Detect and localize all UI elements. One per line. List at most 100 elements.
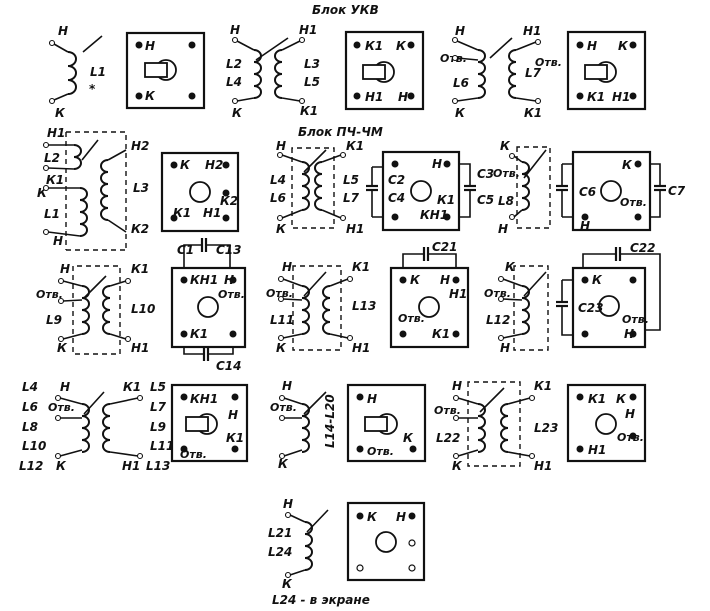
- svg-text:Н: Н: [452, 379, 462, 393]
- coil-l21-l24: Н L21 L24 К: [268, 497, 329, 591]
- coil-l4-l13-group: L4 L6 L8 L10 L12 Н Отв. К К1 Н1 L5 L7 L9…: [19, 380, 174, 473]
- svg-text:L6: L6: [22, 400, 38, 414]
- svg-text:К: К: [145, 89, 156, 103]
- svg-text:К: К: [232, 106, 243, 120]
- svg-text:L13: L13: [352, 299, 376, 313]
- coil-l12: К Отв. L12 Н: [484, 260, 549, 355]
- svg-text:Н: Н: [283, 497, 293, 511]
- svg-text:К: К: [455, 106, 466, 120]
- svg-text:К1: К1: [226, 431, 244, 445]
- svg-text:L14-L20: L14-L20: [323, 394, 337, 448]
- svg-text:L8: L8: [498, 194, 514, 208]
- svg-text:Отв.: Отв.: [270, 401, 297, 414]
- svg-text:К: К: [500, 139, 511, 153]
- svg-text:Отв.: Отв.: [180, 448, 207, 461]
- plate-if-l4-l7: C2 C4 Н К1 КН1 C3 C5: [366, 150, 494, 232]
- coil-l1-name: L1: [90, 65, 106, 79]
- svg-text:C6: C6: [579, 185, 596, 199]
- svg-text:Отв.: Отв.: [266, 287, 293, 300]
- svg-text:Н1: Н1: [203, 206, 221, 220]
- svg-text:Н: Н: [440, 273, 450, 287]
- svg-text:L10: L10: [22, 439, 46, 453]
- svg-text:К: К: [282, 577, 293, 591]
- coil-l14-l20: Н Отв. К L14-L20: [270, 379, 337, 471]
- svg-text:Н: Н: [53, 234, 63, 248]
- svg-text:L12: L12: [19, 459, 43, 473]
- svg-text:К1: К1: [46, 173, 64, 187]
- svg-text:C14: C14: [216, 359, 242, 373]
- svg-text:Н1: Н1: [588, 443, 606, 457]
- svg-text:К1: К1: [524, 106, 542, 120]
- svg-text:К: К: [403, 431, 414, 445]
- svg-text:L11: L11: [270, 313, 294, 327]
- svg-text:К: К: [367, 510, 378, 524]
- svg-text:Отв.: Отв.: [398, 312, 425, 325]
- header-if-fm-block: Блок ПЧ-ЧМ: [298, 125, 383, 139]
- svg-text:К: К: [592, 273, 603, 287]
- svg-text:L10: L10: [131, 302, 155, 316]
- plate-l22-l23: К1 К Н Отв. Н1: [566, 383, 647, 463]
- svg-text:К1: К1: [587, 90, 605, 104]
- svg-text:Н1: Н1: [47, 126, 65, 140]
- coil-l8-if: К Отв. Н L8: [493, 139, 551, 236]
- svg-text:L11: L11: [150, 439, 174, 453]
- svg-text:Н: Н: [230, 23, 240, 37]
- coil-l4-l7-if: Н К К1 Н1 L4 L6 L5 L7: [270, 139, 364, 236]
- svg-text:L2: L2: [44, 151, 60, 165]
- svg-text:L13: L13: [146, 459, 170, 473]
- svg-text:L7: L7: [525, 66, 542, 80]
- svg-text:Н1: Н1: [346, 222, 364, 236]
- svg-text:К1: К1: [131, 262, 149, 276]
- svg-text:Н: Н: [60, 380, 70, 394]
- svg-text:L8: L8: [22, 420, 38, 434]
- svg-text:К1: К1: [190, 327, 208, 341]
- svg-text:К: К: [276, 341, 287, 355]
- svg-text:Н1: Н1: [365, 90, 383, 104]
- svg-text:L3: L3: [133, 181, 149, 195]
- svg-text:К1: К1: [437, 193, 455, 207]
- svg-text:Н: Н: [224, 273, 234, 287]
- svg-text:Н: Н: [396, 510, 406, 524]
- plate-l1: Н К: [125, 31, 206, 110]
- coil-l9-l10: Н Отв. L9 К К1 L10 Н1: [36, 262, 155, 355]
- svg-text:Отв.: Отв.: [36, 288, 63, 301]
- coil-l1-l2-l3-if: Н1 L2 К1 К L1 Н Н2 L3 К2: [37, 126, 149, 251]
- svg-text:К2: К2: [131, 222, 149, 236]
- svg-text:Н: Н: [282, 260, 292, 274]
- coil-l1-end-label: К: [55, 106, 66, 120]
- svg-text:Н: Н: [455, 24, 465, 38]
- svg-text:К: К: [396, 39, 407, 53]
- svg-text:L6: L6: [453, 76, 469, 90]
- svg-text:К: К: [37, 186, 48, 200]
- svg-text:К: К: [276, 222, 287, 236]
- svg-text:Отв.: Отв.: [493, 167, 520, 180]
- svg-text:L5: L5: [343, 173, 359, 187]
- svg-text:C3: C3: [477, 167, 494, 181]
- svg-text:C4: C4: [388, 191, 405, 205]
- svg-text:Н: Н: [145, 39, 155, 53]
- svg-text:К1: К1: [588, 392, 606, 406]
- plate-l12: C22 К C23 Отв. Н: [556, 241, 661, 349]
- svg-text:К: К: [278, 457, 289, 471]
- svg-text:Отв.: Отв.: [434, 404, 461, 417]
- coil-l22-l23: Н Отв. L22 К К1 L23 Н1: [434, 379, 558, 473]
- plate-if-l1-l3: К Н2 К1 Н1 К2: [160, 151, 240, 233]
- coil-l1-start-label: Н: [58, 24, 68, 38]
- coil-l2-l4-l3-l5: Н К Н1 К1 L2 L4 L3 L5: [226, 23, 320, 120]
- plate-l6-l7: Н К К1 Н1: [566, 30, 647, 111]
- svg-text:К1: К1: [346, 139, 364, 153]
- svg-text:Н: Н: [367, 392, 377, 406]
- coil-l11-l13: Н Отв. L11 К К1 L13 Н1: [266, 260, 376, 355]
- svg-text:C22: C22: [630, 241, 656, 255]
- svg-text:Н1: Н1: [122, 459, 140, 473]
- plate-l21-l24: К Н: [346, 501, 426, 582]
- svg-text:Н2: Н2: [205, 158, 223, 172]
- svg-text:Отв.: Отв.: [620, 196, 647, 209]
- svg-text:Отв.: Отв.: [617, 431, 644, 444]
- svg-text:Н: Н: [587, 39, 597, 53]
- svg-text:L4: L4: [22, 380, 38, 394]
- svg-text:Н: Н: [398, 90, 408, 104]
- svg-text:L5: L5: [150, 380, 166, 394]
- plate-l11-l13: C21 К Н Н1 Отв. К1: [389, 240, 470, 349]
